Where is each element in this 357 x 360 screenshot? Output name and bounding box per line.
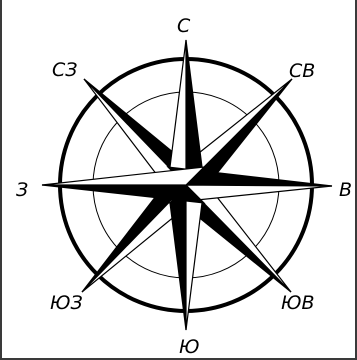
label-east: В bbox=[339, 179, 352, 201]
north-point-dark bbox=[186, 40, 202, 185]
south-point-light bbox=[186, 185, 202, 330]
label-northeast: СВ bbox=[289, 60, 315, 82]
label-south: Ю bbox=[179, 336, 200, 358]
north-point-light bbox=[170, 40, 186, 185]
south-point-dark bbox=[170, 185, 186, 330]
west-point-light bbox=[42, 167, 204, 185]
label-north: С bbox=[177, 15, 191, 37]
label-southeast: ЮВ bbox=[281, 292, 315, 314]
label-west: З bbox=[16, 179, 28, 201]
label-southwest: ЮЗ bbox=[50, 292, 83, 314]
west-point-dark bbox=[42, 185, 204, 203]
label-northwest: СЗ bbox=[52, 59, 77, 81]
